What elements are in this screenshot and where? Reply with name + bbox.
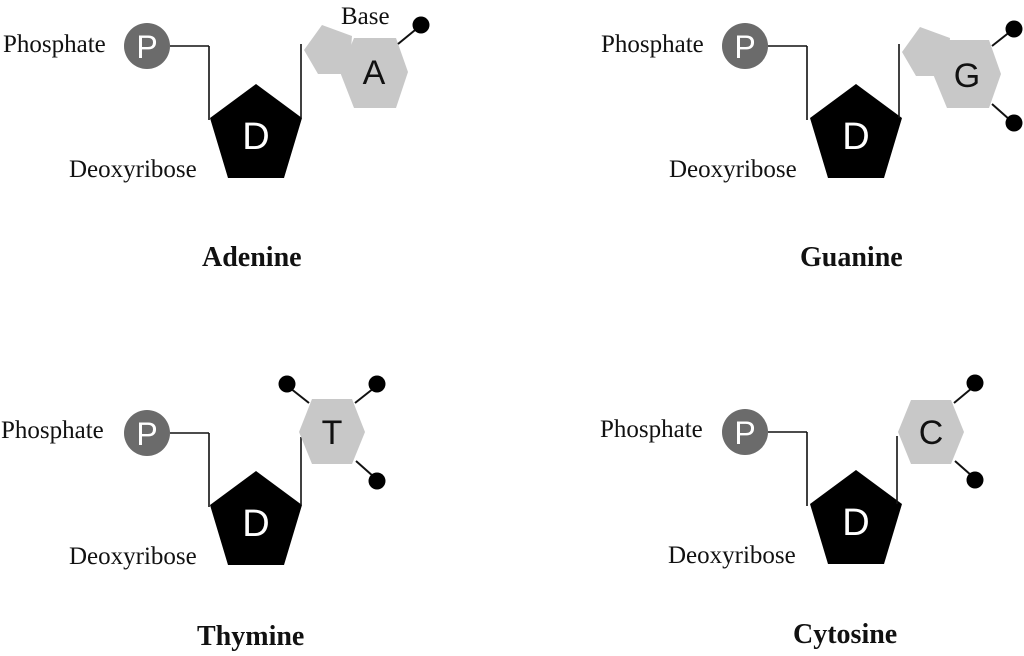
nucleotide-name: Thymine	[197, 621, 304, 652]
deoxyribose-glyph: D	[842, 502, 869, 544]
deoxyribose-glyph: D	[842, 116, 869, 158]
nucleotide-name: Adenine	[202, 242, 302, 273]
base-hexagon	[933, 40, 1001, 108]
phosphate-glyph: P	[136, 416, 157, 452]
nucleotide-name: Cytosine	[793, 619, 897, 650]
phosphate-glyph: P	[734, 29, 755, 65]
side-group-bond	[354, 387, 375, 404]
base-hexagon	[299, 399, 365, 464]
side-group-dot	[966, 471, 984, 489]
side-group-dot	[368, 472, 386, 490]
base-purine-ring	[304, 25, 352, 74]
side-group-bond	[355, 460, 375, 478]
base-glyph: C	[919, 414, 944, 452]
phosphate-glyph: P	[136, 29, 157, 65]
panel-guanine: Phosphate P D Deoxyribose G Guanine	[601, 20, 1023, 273]
phosphate-label: Phosphate	[1, 417, 104, 444]
phosphate-label: Phosphate	[600, 416, 703, 443]
panel-cytosine: Phosphate P D Deoxyribose C Cytosine	[600, 374, 984, 650]
deoxyribose-label: Deoxyribose	[668, 542, 796, 569]
phosphate-circle	[124, 23, 170, 69]
side-group-dot	[1005, 114, 1023, 132]
side-group-dot	[1005, 20, 1023, 38]
side-group-dot	[412, 16, 430, 34]
deoxyribose-label: Deoxyribose	[669, 156, 797, 183]
side-group-bond	[953, 387, 973, 404]
deoxyribose-pentagon	[810, 470, 902, 564]
side-group-bond	[991, 103, 1011, 121]
base-label: Base	[341, 3, 390, 30]
panel-adenine: Phosphate P D Deoxyribose A Base Adenine	[3, 3, 430, 273]
side-group-dot	[278, 375, 296, 393]
phosphate-glyph: P	[734, 415, 755, 451]
deoxyribose-label: Deoxyribose	[69, 156, 197, 183]
side-group-bond	[289, 387, 310, 404]
base-hexagon	[898, 400, 964, 464]
phosphate-circle	[124, 410, 170, 456]
base-glyph: A	[363, 54, 386, 92]
deoxyribose-glyph: D	[242, 116, 269, 158]
base-hexagon	[340, 38, 408, 108]
phosphate-circle	[722, 23, 768, 69]
phosphate-label: Phosphate	[601, 31, 704, 58]
deoxyribose-label: Deoxyribose	[69, 543, 197, 570]
base-glyph: G	[954, 57, 980, 95]
nucleotide-name: Guanine	[800, 242, 903, 273]
deoxyribose-pentagon	[210, 471, 302, 565]
phosphate-label: Phosphate	[3, 31, 106, 58]
phosphate-circle	[722, 409, 768, 455]
side-group-dot	[368, 375, 386, 393]
side-group-bond	[954, 460, 973, 477]
base-glyph: T	[322, 414, 343, 452]
deoxyribose-glyph: D	[242, 503, 269, 545]
deoxyribose-pentagon	[810, 84, 902, 178]
deoxyribose-pentagon	[210, 84, 302, 178]
panel-thymine: Phosphate P D Deoxyribose T Thymine	[1, 375, 386, 652]
side-group-dot	[966, 374, 984, 392]
